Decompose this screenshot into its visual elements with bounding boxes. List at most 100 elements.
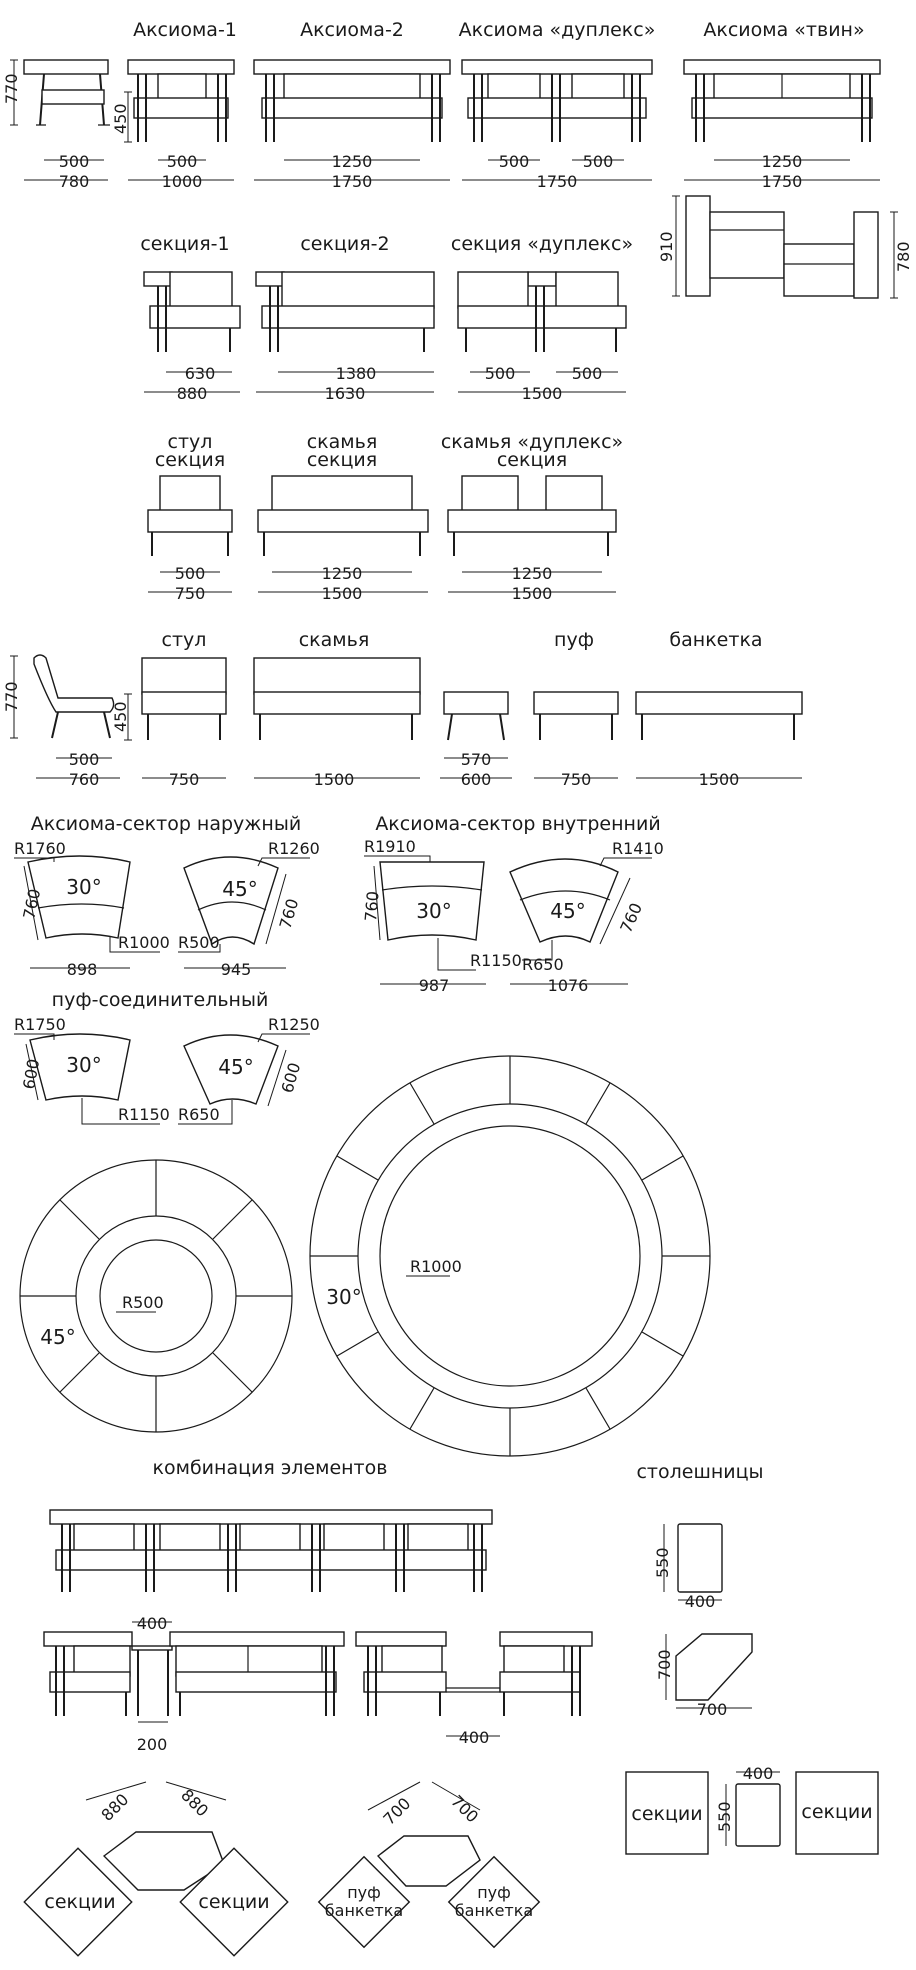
- chair-side-view: [33, 654, 115, 739]
- combination-label-sections-b: секции: [198, 1891, 269, 1913]
- sector-inner-30-r-in: R1150: [470, 951, 522, 970]
- combination-dim-880-b: 880: [177, 1785, 212, 1820]
- title-pouf: пуф: [554, 629, 594, 651]
- dim-1500-c: 1500: [512, 584, 553, 603]
- axioma-2-front-view: [253, 59, 451, 142]
- sector-inner: Аксиома-сектор внутренний 30° R1910 R115…: [361, 813, 664, 995]
- row-section-seats: стул секция скамья секция скамья «дуплек…: [147, 431, 623, 603]
- sector-inner-45-side: 760: [616, 900, 646, 936]
- combination: комбинация элементов 400 200 4: [23, 1457, 593, 1957]
- combination-pouf-plan: 700 700 пуф банкетка пуф банкетка: [317, 1781, 541, 1949]
- dim-570: 570: [461, 750, 492, 769]
- axioma-duplex-front-view: [461, 59, 653, 142]
- title-section-1: секция-1: [140, 233, 229, 255]
- circle-large-radius: R1000: [410, 1257, 462, 1276]
- pouf-front-view: [533, 691, 619, 740]
- sector-outer-45-angle: 45°: [222, 877, 257, 901]
- combination-dim-400-b: 400: [459, 1728, 490, 1747]
- dim-1500-e: 1500: [699, 770, 740, 789]
- dim-500-f: 500: [572, 364, 603, 383]
- dim-1250-d: 1250: [512, 564, 553, 583]
- dim-750-a: 750: [175, 584, 206, 603]
- combination-label-banquette-a: банкетка: [325, 1901, 403, 1920]
- dim-500-e: 500: [485, 364, 516, 383]
- title-bench-duplex: скамья «дуплекс»: [441, 431, 623, 453]
- sector-outer-45-r-out: R1260: [268, 839, 320, 858]
- sector-inner-45-width: 1076: [548, 976, 589, 995]
- dim-500-d: 500: [583, 152, 614, 171]
- circle-small-radius: R500: [122, 1293, 164, 1312]
- sector-pouf: пуф-соединительный 30° R1750 R1150 600 4…: [14, 989, 320, 1125]
- pouf-45-r-out: R1250: [268, 1015, 320, 1034]
- combination-sections-plan: 880 880 секции секции: [23, 1781, 289, 1957]
- sector-outer-30-angle: 30°: [66, 875, 101, 899]
- combination-row-2: [43, 1631, 593, 1716]
- section-1-view: [143, 271, 241, 352]
- title-bench-2: скамья: [299, 629, 370, 651]
- combination-row-1: [49, 1509, 493, 1592]
- tabletop-dim-700-h: 700: [697, 1700, 728, 1719]
- title-sector-outer: Аксиома-сектор наружный: [31, 813, 301, 835]
- title-bench-section: секция: [307, 449, 377, 471]
- combination-label-pouf-b: пуф: [477, 1883, 511, 1902]
- tabletop-dim-400-b: 400: [743, 1764, 774, 1783]
- combination-label-sections-a: секции: [44, 1891, 115, 1913]
- combination-dim-200: 200: [137, 1735, 168, 1754]
- dim-630: 630: [185, 364, 216, 383]
- dim-1000: 1000: [162, 172, 203, 191]
- title-chair-section: секция: [155, 449, 225, 471]
- dim-500-c: 500: [499, 152, 530, 171]
- dim-500-b: 500: [167, 152, 198, 171]
- title-chair-2: стул: [162, 629, 207, 651]
- sector-inner-30-angle: 30°: [416, 899, 451, 923]
- combination-dim-400-a: 400: [137, 1614, 168, 1633]
- title-sector-inner: Аксиома-сектор внутренний: [375, 813, 660, 835]
- dim-760: 760: [69, 770, 100, 789]
- dim-1500-d: 1500: [314, 770, 355, 789]
- tabletop-dim-400: 400: [685, 1592, 716, 1611]
- sector-outer-45-side: 760: [276, 897, 303, 932]
- section-duplex-view: [457, 271, 627, 352]
- tabletop-dim-550: 550: [653, 1547, 672, 1578]
- sector-outer-30-width: 898: [67, 960, 98, 979]
- tabletop-dim-550-b: 550: [715, 1801, 734, 1832]
- axioma-twin-plan-view: [685, 195, 879, 299]
- title-pouf-connector: пуф-соединительный: [52, 989, 269, 1011]
- pouf-30-r-in: R1150: [118, 1105, 170, 1124]
- chair-front-view: [141, 657, 227, 740]
- chair-section-view: [147, 475, 233, 556]
- row-sections: секция-1 секция-2 секция «дуплекс» 630 8…: [140, 233, 633, 403]
- combination-dim-700-b: 700: [447, 1791, 482, 1826]
- dim-1750-b: 1750: [537, 172, 578, 191]
- dim-1500-b: 1500: [322, 584, 363, 603]
- pouf-side-view: [443, 691, 509, 741]
- pouf-30-angle: 30°: [66, 1053, 101, 1077]
- title-axioma-twin: Аксиома «твин»: [703, 19, 864, 41]
- sector-inner-30-width: 987: [419, 976, 450, 995]
- title-tabletops: столешницы: [636, 1461, 763, 1483]
- axioma-1-front-view: [127, 59, 235, 142]
- dim-1250-b: 1250: [762, 152, 803, 171]
- title-banquette: банкетка: [669, 629, 762, 651]
- dim-500-h: 500: [69, 750, 100, 769]
- dim-1750-a: 1750: [332, 172, 373, 191]
- tabletop-dim-700-v: 700: [655, 1649, 674, 1680]
- bench-front-view: [253, 657, 421, 740]
- sector-inner-30-r-out: R1910: [364, 837, 416, 856]
- sector-outer: Аксиома-сектор наружный 30° R1760 R1000 …: [14, 813, 320, 979]
- row-axioma: Аксиома-1 Аксиома-2 Аксиома «дуплекс» Ак…: [2, 19, 913, 299]
- dim-450-b: 450: [111, 701, 130, 732]
- pouf-30-side: 600: [19, 1057, 43, 1090]
- combination-label-banquette-b: банкетка: [455, 1901, 533, 1920]
- circle-small: R500 45°: [19, 1159, 293, 1433]
- title-axioma-2: Аксиома-2: [300, 19, 404, 41]
- title-axioma-1: Аксиома-1: [133, 19, 237, 41]
- dim-1380: 1380: [336, 364, 377, 383]
- circle-large-angle: 30°: [326, 1285, 361, 1309]
- tabletops: столешницы 550 400 700 700 секции 400 55…: [625, 1461, 879, 1855]
- combination-label-pouf-a: пуф: [347, 1883, 381, 1902]
- dim-500-g: 500: [175, 564, 206, 583]
- circle-large: R1000 30°: [309, 1055, 711, 1457]
- axioma-twin-front-view: [683, 59, 881, 142]
